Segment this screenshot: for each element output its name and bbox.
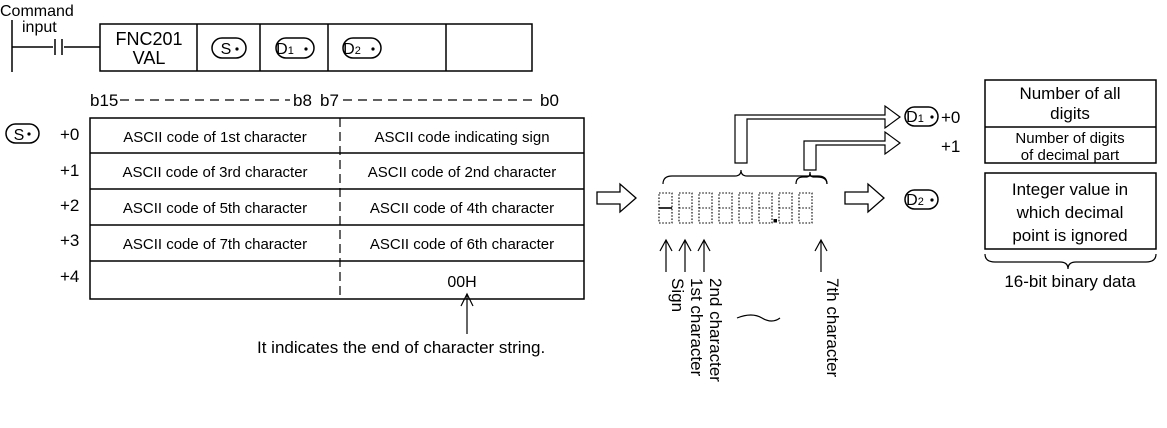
command-input-label-line2: input	[22, 19, 57, 36]
svg-text:D1: D1	[906, 109, 924, 126]
instruction-name-line1: FNC201	[115, 29, 182, 49]
operand-d2-letter: D2	[343, 41, 361, 58]
label-sign: Sign	[668, 278, 687, 312]
conversion-arrow-1	[596, 182, 637, 214]
bit-label-b0: b0	[540, 91, 559, 110]
decimal-point	[773, 219, 777, 223]
operand-s-badge	[211, 37, 247, 59]
instruction-block	[99, 23, 533, 72]
offset-label: +3	[60, 231, 79, 250]
d1-connection-arrows	[734, 104, 902, 171]
bit-label-b8: b8	[293, 91, 312, 110]
bit-label-b15: b15	[90, 91, 118, 110]
d1-offset: +1	[941, 137, 960, 156]
d2-caption: 16-bit binary data	[1004, 272, 1136, 291]
label-1st-character: 1st character	[687, 278, 706, 377]
offset-label: +0	[60, 125, 79, 144]
ladder-diagram: Command input FNC201 VAL S D1 D2	[0, 3, 533, 72]
bit-header: b15 b8 b7 b0	[90, 91, 559, 110]
d1-cell: Number of all	[1019, 84, 1120, 103]
d1-offset: +0	[941, 108, 960, 127]
table-cell: ASCII code of 2nd character	[368, 164, 556, 181]
conversion-arrow-2	[844, 182, 885, 214]
offset-label: +2	[60, 196, 79, 215]
offset-label: +4	[60, 267, 79, 286]
offset-label: +1	[60, 161, 79, 180]
table-cell-end-code: 00H	[447, 274, 476, 291]
table-cell: ASCII code of 5th character	[123, 200, 307, 217]
d1-badge	[904, 106, 939, 127]
d2-text: Integer value in	[1012, 180, 1128, 199]
table-s-badge	[5, 123, 40, 144]
table-cell: ASCII code of 4th character	[370, 200, 554, 217]
table-cell: ASCII code indicating sign	[374, 129, 549, 146]
d2-text: which decimal	[1016, 203, 1124, 222]
segment-display	[658, 192, 813, 224]
d1-cell: of decimal part	[1021, 147, 1120, 164]
operand-s-letter: S	[221, 41, 232, 58]
source-table: S +0 +1 +2 +3 +4 ASCII code of 1st chara…	[5, 117, 585, 357]
end-of-string-note: It indicates the end of character string…	[257, 338, 545, 357]
instruction-name-line2: VAL	[133, 48, 166, 68]
d2-text: point is ignored	[1012, 226, 1127, 245]
operand-d1-badge	[275, 37, 315, 59]
operand-d2-badge	[342, 37, 382, 59]
svg-text:D2: D2	[906, 192, 924, 209]
bit-label-b7: b7	[320, 91, 339, 110]
table-cell: ASCII code of 6th character	[370, 236, 554, 253]
d2-badge	[904, 189, 939, 210]
operand-d1-letter: D1	[276, 41, 294, 58]
table-cell: ASCII code of 7th character	[123, 236, 307, 253]
table-cell: ASCII code of 1st character	[123, 129, 306, 146]
label-7th-character: 7th character	[823, 278, 842, 378]
svg-text:S: S	[14, 127, 25, 144]
d1-cell: Number of digits	[1015, 130, 1124, 147]
label-2nd-character: 2nd character	[706, 278, 725, 382]
d1-cell: digits	[1050, 104, 1090, 123]
d1-table: D1 +0 +1 Number of all digits Number of …	[904, 79, 1157, 164]
d2-result: D2 Integer value in which decimal point …	[904, 172, 1157, 291]
display-pointers: Sign 1st character 2nd character 7th cha…	[659, 169, 842, 382]
command-input-label-line1: Command	[0, 3, 74, 20]
table-cell: ASCII code of 3rd character	[122, 164, 307, 181]
